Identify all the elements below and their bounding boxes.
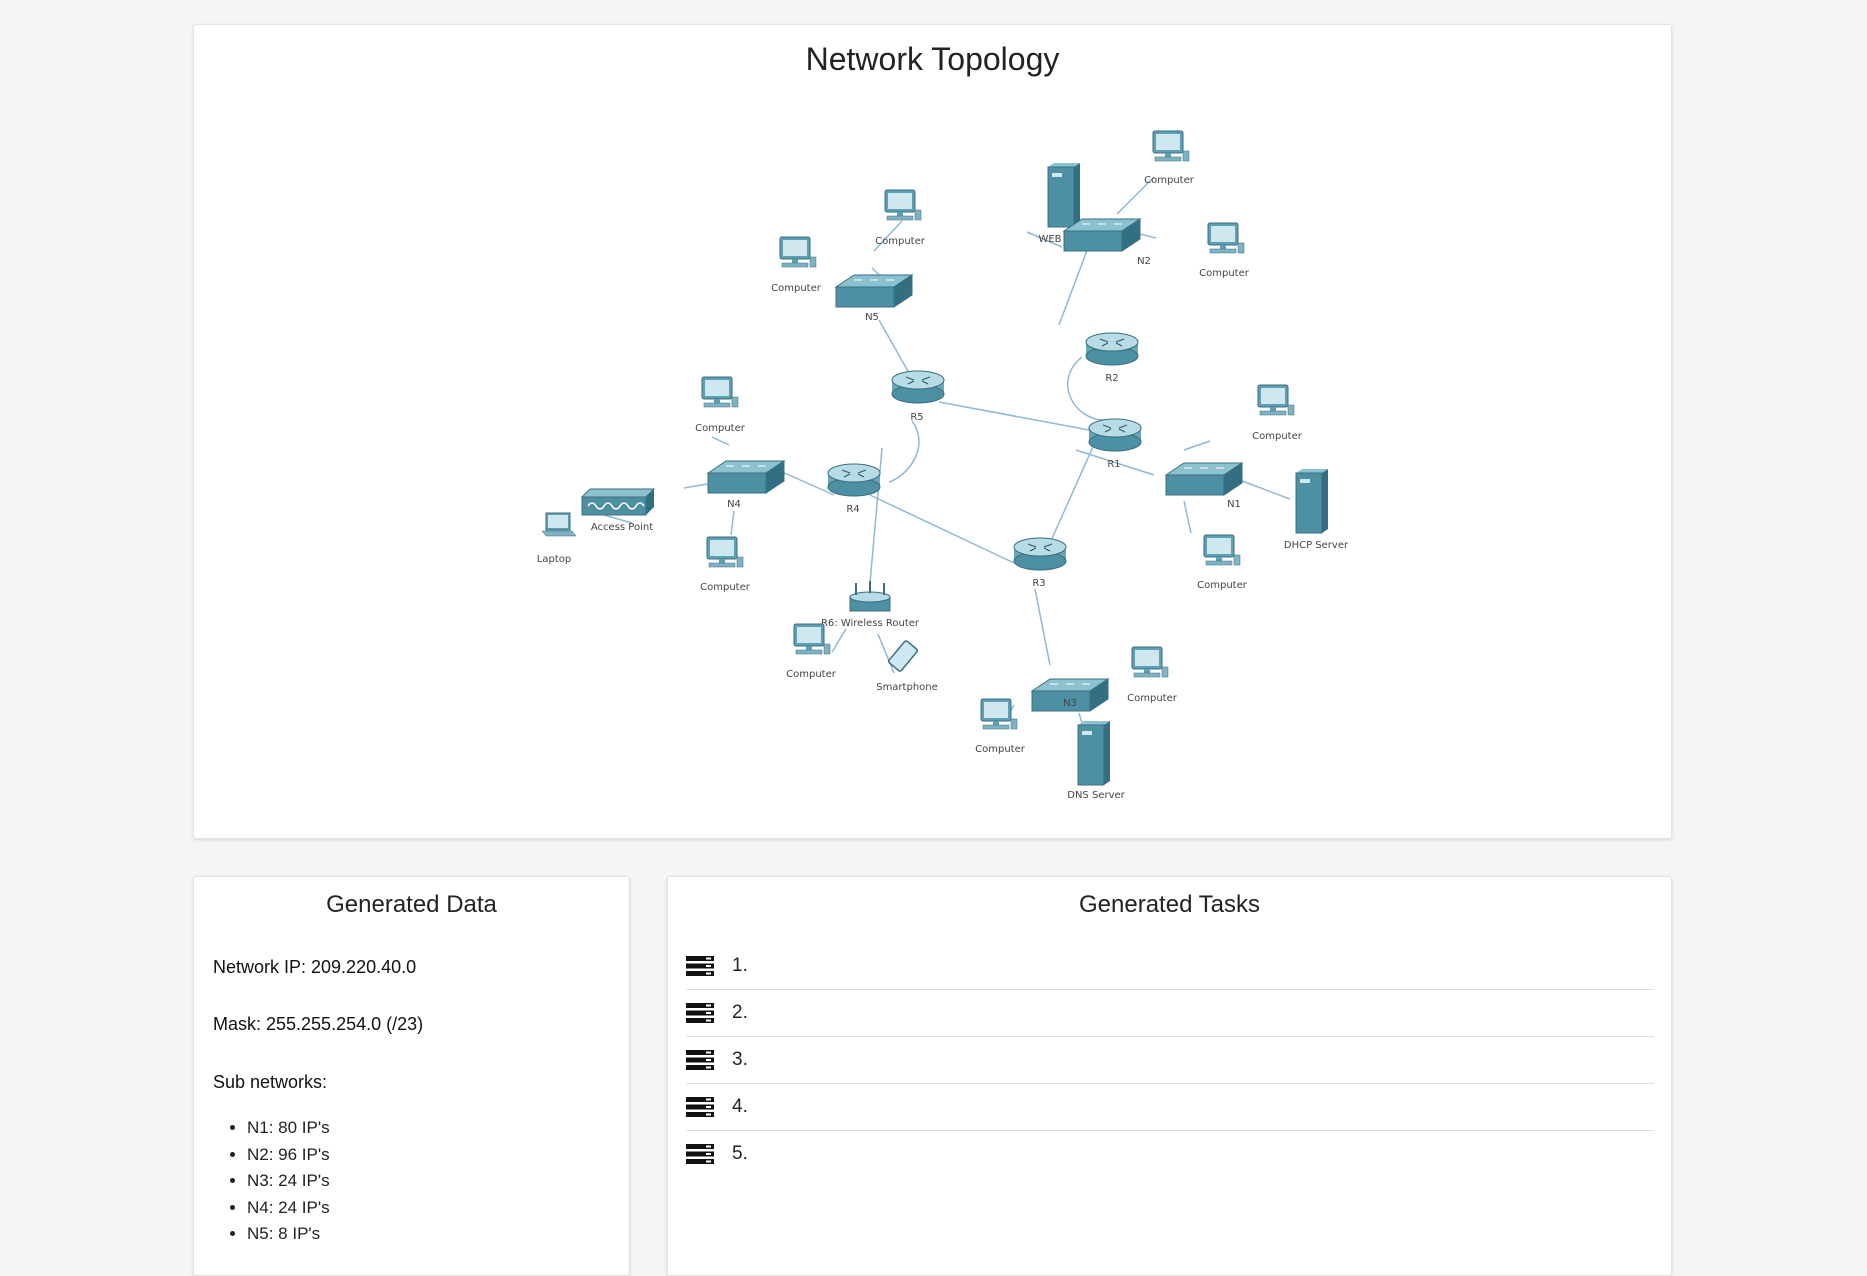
- n1-computer-top[interactable]: Computer: [1252, 384, 1303, 442]
- n4-computer-top[interactable]: Computer: [695, 376, 746, 434]
- server-icon: [686, 1144, 714, 1164]
- n1-computer-bottom-label: Computer: [1197, 580, 1248, 591]
- topology-diagram: Computer Computer N5 Computer WEB Server…: [537, 130, 1349, 801]
- topology-links: [603, 176, 1291, 738]
- task-list: 1. 2. 3. 4.: [686, 943, 1654, 1177]
- subnet-item: N1: 80 IP's: [247, 1115, 330, 1142]
- n5-computer-left-label: Computer: [771, 283, 822, 294]
- task-row[interactable]: 5.: [686, 1131, 1654, 1177]
- smartphone-label: Smartphone: [876, 682, 938, 693]
- n5-computer-top[interactable]: Computer: [875, 189, 926, 247]
- router-r2[interactable]: R2: [1085, 332, 1139, 384]
- task-row[interactable]: 4.: [686, 1084, 1654, 1131]
- network-ip: Network IP: 209.220.40.0: [213, 957, 417, 977]
- subnet-list: N1: 80 IP's N2: 96 IP's N3: 24 IP's N4: …: [227, 1115, 330, 1248]
- generated-tasks-title: Generated Tasks: [1079, 891, 1260, 918]
- subnets-label: Sub networks:: [213, 1072, 328, 1092]
- router-r5-label: R5: [910, 412, 923, 423]
- router-r1[interactable]: R1: [1088, 418, 1142, 470]
- n4-computer-bottom[interactable]: Computer: [700, 536, 751, 593]
- n3-computer-right[interactable]: Computer: [1127, 646, 1178, 704]
- dhcp-server[interactable]: DHCP Server: [1284, 468, 1349, 551]
- task-row[interactable]: 2.: [686, 990, 1654, 1037]
- router-r4-label: R4: [846, 504, 859, 515]
- router-r2-label: R2: [1105, 373, 1118, 384]
- n4-computer-top-label: Computer: [695, 423, 746, 434]
- wireless-router-r6-label: R6: Wireless Router: [821, 618, 920, 629]
- task-number: 2.: [732, 1002, 748, 1023]
- router-r1-label: R1: [1107, 459, 1120, 470]
- dhcp-server-label: DHCP Server: [1284, 540, 1349, 551]
- switch-n3-label: N3: [1063, 698, 1077, 709]
- router-r5[interactable]: R5: [891, 370, 945, 423]
- switch-n5-label: N5: [865, 312, 879, 323]
- laptop-label: Laptop: [537, 554, 571, 565]
- task-number: 4.: [732, 1096, 748, 1117]
- wireless-router-r6[interactable]: R6: Wireless Router: [821, 580, 920, 629]
- switch-n2[interactable]: N2: [1063, 218, 1151, 267]
- smartphone[interactable]: Smartphone: [876, 639, 938, 693]
- router-r3[interactable]: R3: [1013, 537, 1067, 589]
- laptop[interactable]: Laptop: [537, 512, 577, 565]
- router-r3-label: R3: [1032, 578, 1045, 589]
- topology-title: Network Topology: [805, 41, 1060, 77]
- task-row[interactable]: 1.: [686, 943, 1654, 990]
- generated-tasks-card: Generated Tasks 1. 2. 3.: [667, 876, 1672, 1276]
- n5-computer-left[interactable]: Computer: [771, 236, 822, 294]
- switch-n1-label: N1: [1227, 499, 1241, 510]
- r6-computer-label: Computer: [786, 669, 837, 680]
- switch-n1[interactable]: N1: [1165, 462, 1243, 510]
- n3-computer-left[interactable]: Computer: [975, 698, 1026, 755]
- n4-computer-bottom-label: Computer: [700, 582, 751, 593]
- n1-computer-bottom[interactable]: Computer: [1197, 534, 1248, 591]
- dns-server[interactable]: DNS Server: [1067, 720, 1126, 801]
- subnet-item: N5: 8 IP's: [247, 1221, 330, 1248]
- generated-data-title: Generated Data: [326, 891, 497, 918]
- task-number: 5.: [732, 1143, 748, 1164]
- task-number: 1.: [732, 955, 748, 976]
- switch-n3[interactable]: N3: [1031, 678, 1109, 712]
- access-point[interactable]: Access Point: [581, 488, 655, 533]
- server-icon: [686, 1050, 714, 1070]
- generated-data-card: Generated Data Network IP: 209.220.40.0 …: [193, 876, 630, 1276]
- switch-n4-label: N4: [727, 499, 741, 510]
- r6-computer[interactable]: Computer: [786, 623, 837, 680]
- n2-computer-top[interactable]: Computer: [1144, 130, 1195, 186]
- subnet-item: N4: 24 IP's: [247, 1195, 330, 1222]
- subnet-item: N2: 96 IP's: [247, 1142, 330, 1169]
- n2-computer-right[interactable]: Computer: [1199, 222, 1250, 279]
- n5-computer-top-label: Computer: [875, 236, 926, 247]
- server-icon: [686, 1003, 714, 1023]
- subnet-item: N3: 24 IP's: [247, 1168, 330, 1195]
- n1-computer-top-label: Computer: [1252, 431, 1303, 442]
- dns-server-label: DNS Server: [1067, 790, 1125, 801]
- router-r4[interactable]: R4: [827, 463, 881, 515]
- switch-n5[interactable]: N5: [835, 274, 913, 323]
- access-point-label: Access Point: [591, 522, 653, 533]
- server-icon: [686, 1097, 714, 1117]
- n2-computer-top-label: Computer: [1144, 175, 1195, 186]
- network-mask: Mask: 255.255.254.0 (/23): [213, 1014, 424, 1034]
- switch-n4[interactable]: N4: [707, 460, 785, 510]
- n3-computer-left-label: Computer: [975, 744, 1026, 755]
- task-row[interactable]: 3.: [686, 1037, 1654, 1084]
- server-icon: [686, 956, 714, 976]
- task-number: 3.: [732, 1049, 748, 1070]
- n3-computer-right-label: Computer: [1127, 693, 1178, 704]
- n2-computer-right-label: Computer: [1199, 268, 1250, 279]
- switch-n2-label: N2: [1137, 256, 1151, 267]
- topology-card: Network Topology: [193, 24, 1672, 839]
